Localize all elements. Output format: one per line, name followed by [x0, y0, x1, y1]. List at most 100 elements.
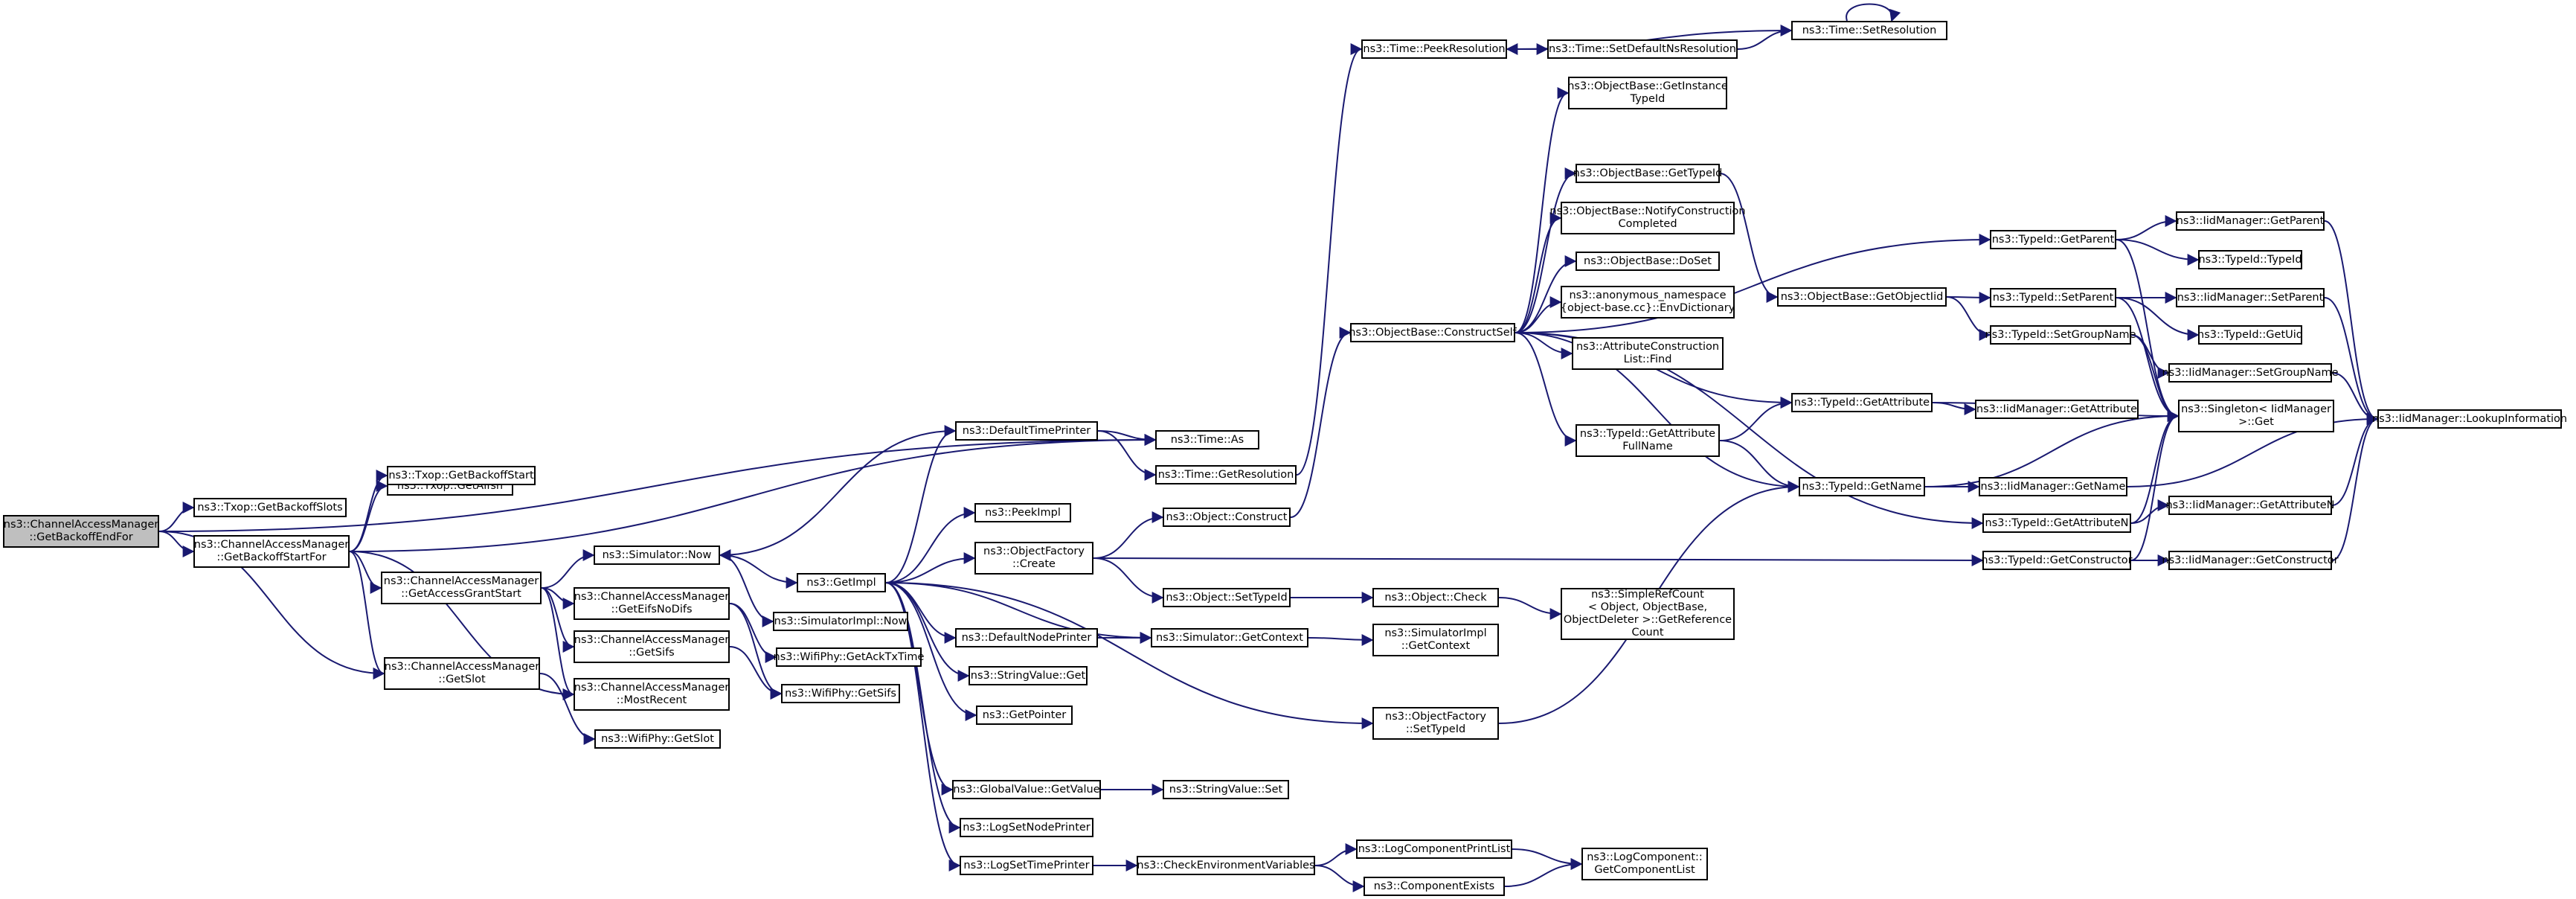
- node-wifi-phy-get-slot[interactable]: ns3::WifiPhy::GetSlot: [594, 729, 721, 749]
- node-object-base-construct-self[interactable]: ns3::ObjectBase::ConstructSelf: [1349, 323, 1517, 342]
- edge-typeIdGetConstructor-to-singletonGet: [2130, 410, 2180, 561]
- node-label-line: ns3::WifiPhy::GetSlot: [601, 732, 714, 745]
- node-time-as[interactable]: ns3::Time::As: [1155, 430, 1259, 450]
- node-cam-get-backoff-start-for[interactable]: ns3::ChannelAccessManager::GetBackoffSta…: [193, 535, 350, 568]
- node-time-set-default-ns-resolution[interactable]: ns3::Time::SetDefaultNsResolution: [1547, 39, 1738, 59]
- node-object-set-type-id[interactable]: ns3::Object::SetTypeId: [1163, 588, 1291, 607]
- node-get-impl[interactable]: ns3::GetImpl: [797, 573, 886, 592]
- node-label-line: ns3::GetPointer: [982, 708, 1067, 721]
- node-object-factory-set-type-id[interactable]: ns3::ObjectFactory::SetTypeId: [1372, 707, 1499, 740]
- node-object-factory-create[interactable]: ns3::ObjectFactory::Create: [974, 542, 1093, 575]
- edge-getImpl-to-getPointer: [885, 582, 977, 721]
- node-string-value-set[interactable]: ns3::StringValue::Set: [1163, 780, 1289, 799]
- node-log-component-print-list[interactable]: ns3::LogComponentPrintList: [1356, 839, 1512, 859]
- node-sim-now[interactable]: ns3::Simulator::Now: [594, 546, 720, 565]
- edge-iidManagerSetGroupName-to-iidManagerLookupInformation: [2331, 372, 2379, 425]
- node-type-id-get-attribute[interactable]: ns3::TypeId::GetAttribute: [1791, 393, 1933, 412]
- node-label-line: List::Find: [1623, 353, 1672, 365]
- node-singleton-get[interactable]: ns3::Singleton< IidManager >::Get: [2178, 400, 2334, 432]
- node-label-line: ::GetBackoffEndFor: [29, 531, 133, 543]
- node-label-line: ns3::ComponentExists: [1373, 880, 1495, 892]
- node-type-id-get-name[interactable]: ns3::TypeId::GetName: [1799, 477, 1925, 496]
- node-iid-manager-lookup-information[interactable]: ns3::IidManager::LookupInformation: [2372, 409, 2567, 429]
- node-object-base-do-set[interactable]: ns3::ObjectBase::DoSet: [1576, 252, 1720, 271]
- node-sim-impl-get-context[interactable]: ns3::SimulatorImpl::GetContext: [1372, 624, 1499, 656]
- node-check-env-vars[interactable]: ns3::CheckEnvironmentVariables: [1137, 856, 1315, 875]
- node-label-line: ns3::anonymous_namespace: [1569, 289, 1727, 301]
- node-type-id-type-id[interactable]: ns3::TypeId::TypeId: [2198, 250, 2302, 269]
- edge-objectBaseGetObjectIid-to-typeIdSetGroupName: [1946, 296, 1991, 341]
- node-wifi-phy-get-sifs[interactable]: ns3::WifiPhy::GetSifs: [781, 684, 900, 703]
- node-label-line: ns3::Time::GetResolution: [1157, 468, 1294, 481]
- edge-getImpl-to-simGetContext: [885, 582, 1152, 644]
- node-iid-manager-get-attribute-n[interactable]: ns3::IidManager::GetAttributeN: [2165, 496, 2335, 515]
- node-cam-get-eifs-no-difs[interactable]: ns3::ChannelAccessManager::GetEifsNoDifs: [574, 587, 730, 620]
- node-simple-ref-count[interactable]: ns3::SimpleRefCount< Object, ObjectBase,…: [1561, 588, 1735, 640]
- node-log-set-node-printer[interactable]: ns3::LogSetNodePrinter: [960, 818, 1093, 837]
- node-iid-manager-get-name[interactable]: ns3::IidManager::GetName: [1979, 477, 2127, 496]
- node-object-base-get-object-iid[interactable]: ns3::ObjectBase::GetObjectIid: [1777, 287, 1947, 307]
- node-time-set-resolution[interactable]: ns3::Time::SetResolution: [1791, 21, 1947, 40]
- node-iid-manager-set-parent[interactable]: ns3::IidManager::SetParent: [2176, 288, 2325, 307]
- node-label-line: ObjectDeleter >::GetReference: [1563, 614, 1732, 626]
- node-label-line: ns3::Time::PeekResolution: [1363, 42, 1506, 55]
- node-label-line: ns3::IidManager::SetParent: [2177, 291, 2324, 304]
- node-component-exists[interactable]: ns3::ComponentExists: [1364, 877, 1505, 896]
- node-type-id-set-parent[interactable]: ns3::TypeId::SetParent: [1990, 288, 2116, 307]
- node-label-line: ns3::SimulatorImpl: [1384, 627, 1487, 639]
- node-root[interactable]: ns3::ChannelAccessManager::GetBackoffEnd…: [3, 515, 159, 548]
- node-object-check[interactable]: ns3::Object::Check: [1372, 588, 1499, 607]
- node-time-peek-resolution[interactable]: ns3::Time::PeekResolution: [1361, 39, 1507, 59]
- edge-defaultTimePrinter-to-timeGetResolution: [1097, 430, 1157, 481]
- node-label-line: ::GetSifs: [629, 647, 675, 659]
- node-default-node-printer[interactable]: ns3::DefaultNodePrinter: [955, 628, 1098, 647]
- node-iid-manager-get-constructor[interactable]: ns3::IidManager::GetConstructor: [2162, 551, 2339, 570]
- edge-objectBaseConstructSelf-to-typeIdGetName: [1515, 332, 1800, 493]
- node-time-get-resolution[interactable]: ns3::Time::GetResolution: [1155, 465, 1297, 484]
- node-anon-env-dictionary[interactable]: ns3::anonymous_namespace{object-base.cc}…: [1561, 286, 1735, 319]
- node-peek-impl[interactable]: ns3::PeekImpl: [974, 503, 1071, 522]
- node-label-line: ns3::TypeId::GetAttribute: [1793, 396, 1930, 409]
- edge-objectBaseConstructSelf-to-objectBaseGetInstanceTypeId: [1515, 87, 1570, 333]
- node-wifi-phy-get-ack-tx-time[interactable]: ns3::WifiPhy::GetAckTxTime: [774, 647, 924, 667]
- node-object-base-get-type-id[interactable]: ns3::ObjectBase::GetTypeId: [1573, 164, 1722, 183]
- node-type-id-get-constructor[interactable]: ns3::TypeId::GetConstructor: [1981, 551, 2133, 570]
- node-type-id-get-attribute-n[interactable]: ns3::TypeId::GetAttributeN: [1982, 514, 2131, 533]
- node-log-component-get-component-list[interactable]: ns3::LogComponent::GetComponentList: [1581, 848, 1708, 880]
- node-label-line: ns3::ObjectBase::GetObjectIid: [1780, 290, 1944, 303]
- node-cam-most-recent[interactable]: ns3::ChannelAccessManager::MostRecent: [574, 678, 730, 711]
- node-object-construct[interactable]: ns3::Object::Construct: [1163, 508, 1291, 527]
- node-default-time-printer[interactable]: ns3::DefaultTimePrinter: [955, 421, 1098, 441]
- node-iid-manager-get-attribute[interactable]: ns3::IidManager::GetAttribute: [1975, 400, 2139, 419]
- node-cam-get-slot[interactable]: ns3::ChannelAccessManager::GetSlot: [384, 657, 540, 690]
- edge-objectConstruct-to-objectBaseConstructSelf: [1290, 327, 1352, 518]
- node-label-line: ::GetAccessGrantStart: [401, 588, 521, 600]
- node-label-line: ::GetSlot: [438, 674, 486, 685]
- node-get-pointer[interactable]: ns3::GetPointer: [976, 706, 1073, 725]
- node-cam-get-sifs[interactable]: ns3::ChannelAccessManager::GetSifs: [574, 630, 730, 663]
- node-type-id-get-parent[interactable]: ns3::TypeId::GetParent: [1990, 230, 2116, 249]
- node-type-id-set-group-name[interactable]: ns3::TypeId::SetGroupName: [1985, 325, 2136, 345]
- node-label-line: ::GetContext: [1401, 640, 1471, 652]
- node-label-line: ns3::ObjectBase::DoSet: [1584, 255, 1712, 267]
- node-iid-manager-set-group-name[interactable]: ns3::IidManager::SetGroupName: [2162, 363, 2339, 383]
- node-type-id-get-uid[interactable]: ns3::TypeId::GetUid: [2197, 325, 2303, 345]
- node-txop-get-backoff-start[interactable]: ns3::Txop::GetBackoffStart: [387, 466, 536, 485]
- edge-camGetAccessGrantStart-to-camMostRecent: [541, 587, 575, 700]
- node-string-value-get[interactable]: ns3::StringValue::Get: [969, 666, 1088, 685]
- node-iid-manager-get-parent[interactable]: ns3::IidManager::GetParent: [2176, 211, 2325, 231]
- node-cam-get-access-grant-start[interactable]: ns3::ChannelAccessManager::GetAccessGran…: [381, 572, 542, 604]
- node-label-line: < Object, ObjectBase,: [1587, 601, 1708, 613]
- edge-objectFactoryCreate-to-objectSetTypeId: [1093, 557, 1164, 604]
- node-global-value-get-value[interactable]: ns3::GlobalValue::GetValue: [952, 780, 1101, 799]
- node-log-set-time-printer[interactable]: ns3::LogSetTimePrinter: [960, 856, 1093, 875]
- node-label-line: ns3::StringValue::Set: [1169, 783, 1283, 796]
- edge-typeIdGetAttributeFullName-to-typeIdGetAttribute: [1719, 397, 1793, 441]
- node-sim-impl-now[interactable]: ns3::SimulatorImpl::Now: [773, 612, 908, 631]
- node-txop-get-backoff-slots[interactable]: ns3::Txop::GetBackoffSlots: [193, 498, 347, 517]
- node-sim-get-context[interactable]: ns3::Simulator::GetContext: [1151, 628, 1308, 647]
